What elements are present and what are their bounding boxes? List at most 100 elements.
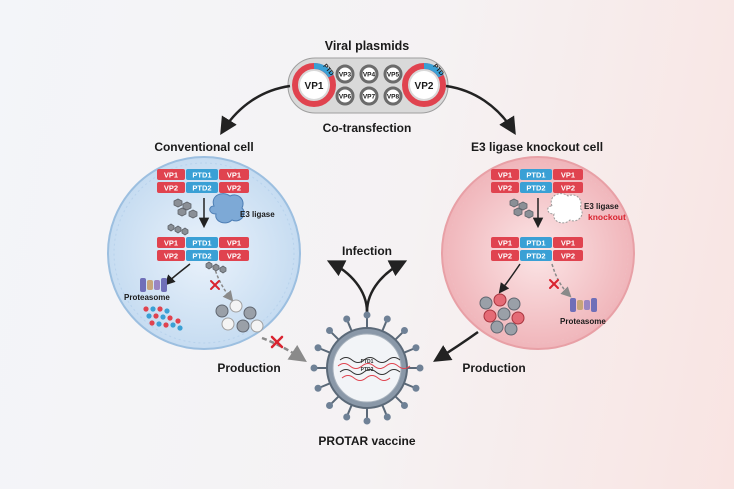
svg-text:VP1: VP1 [561,239,575,248]
svg-text:PTD2: PTD2 [526,184,545,193]
svg-text:PTD1: PTD1 [526,239,545,248]
svg-text:VP6: VP6 [339,94,352,101]
plasmid-vp6: VP6 [335,86,355,106]
virus-spike-head [310,364,318,372]
virus-spike-head [400,401,408,409]
left-blocked-assembly-arrow [213,265,234,302]
plasmid-vp3: VP3 [335,64,355,84]
infection-arrow-right [365,260,408,313]
svg-text:VP1: VP1 [227,239,241,248]
right-proteasome-label: Proteasome [560,317,606,326]
svg-text:PTD1: PTD1 [192,171,211,180]
right-assembly-arrow [498,263,521,294]
virus-spike [330,395,340,405]
plasmid-vp5: VP5 [383,64,403,84]
svg-text:VP1: VP1 [561,171,575,180]
virus-spike-head [412,344,420,352]
virus-spike-head [314,384,322,392]
left-construct-top: VP1 PTD1 VP1 VP2 PTD2 VP2 [157,169,249,193]
virus-spike-head [326,327,334,335]
virus-spike-head [412,384,420,392]
virus-spike [330,331,340,341]
small-plasmids: VP3 VP4 VP5 VP6 VP7 VP8 [335,64,403,106]
left-construct-mid: VP1 PTD1 VP1 VP2 PTD2 VP2 [157,223,249,274]
svg-text:VP1: VP1 [164,239,178,248]
plasmid-vp1: VP1 PTD [292,63,336,107]
virus-spike-head [363,417,371,425]
plasmid-vp7: VP7 [359,86,379,106]
left-e3-label: E3 ligase [240,210,275,219]
svg-text:VP1: VP1 [498,239,512,248]
virus-spike-head [383,315,391,323]
right-proteasome-icon [570,298,597,312]
right-cell-title: E3 ligase knockout cell [471,140,603,154]
svg-text:VP7: VP7 [363,94,376,101]
infection-arrow-left [326,260,369,313]
virus-spike-head [343,413,351,421]
right-block-x-icon [549,279,559,289]
virus-spike [381,404,388,415]
plasmid-vp1-label: VP1 [305,81,324,92]
svg-text:VP5: VP5 [387,72,400,79]
virus-spike-head [363,311,371,319]
svg-text:VP2: VP2 [164,184,178,193]
left-cell-title: Conventional cell [154,140,253,154]
svg-text:VP2: VP2 [227,184,241,193]
knockout-cell: VP1 PTD1 VP1 VP2 PTD2 VP2 E3 ligase knoc… [441,156,635,350]
left-proteasome-icon [140,278,167,292]
virus-spike [403,382,414,389]
svg-text:VP1: VP1 [498,171,512,180]
svg-text:VP1: VP1 [227,171,241,180]
left-proteasome-label: Proteasome [124,293,170,302]
cotransfection-label: Co-transfection [323,121,412,135]
svg-text:PTD2: PTD2 [192,252,211,261]
left-e3-ligase: E3 ligase [209,193,275,224]
virus-spike-head [314,344,322,352]
virus-spike [403,347,414,354]
production-arrow-left-blocked [261,336,307,362]
vaccine-label: PROTAR vaccine [318,434,415,448]
right-construct-top: VP1 PTD1 VP1 VP2 PTD2 VP2 [491,169,583,193]
svg-text:PTD1: PTD1 [192,239,211,248]
virus-spike-head [400,327,408,335]
plasmid-vp8: VP8 [383,86,403,106]
right-ubiquitin-cluster [509,198,534,219]
left-block-x-icon [210,280,220,290]
virus-spike [381,321,388,332]
virus-spike-head [416,364,424,372]
production-block-x-icon [270,335,284,349]
virus-spikes [310,311,424,425]
svg-text:PTD1: PTD1 [526,171,545,180]
left-degraded-peptides [143,306,183,331]
left-ubiquitin-cluster [173,198,198,219]
virus-inner-ptd1: PTD1 [361,359,374,365]
virus-spike [346,321,353,332]
production-right-label: Production [462,361,525,375]
right-e3-label: E3 ligase [584,202,619,211]
virus-spike [394,331,404,341]
plasmid-vp4: VP4 [359,64,379,84]
virus-spike-head [343,315,351,323]
arrow-to-right-cell [445,84,516,135]
plasmid-vp2-label: VP2 [415,81,434,92]
virus-spike [320,382,331,389]
right-assembled-capsids [479,293,525,336]
svg-text:VP2: VP2 [227,252,241,261]
production-left-label: Production [217,361,280,375]
svg-text:VP2: VP2 [498,252,512,261]
right-knockout-label: knockout [588,212,626,222]
svg-text:VP2: VP2 [164,252,178,261]
virus-spike [346,404,353,415]
virus-spike [394,395,404,405]
svg-text:VP2: VP2 [498,184,512,193]
svg-text:VP1: VP1 [164,171,178,180]
svg-text:PTD2: PTD2 [192,184,211,193]
right-construct-mid: VP1 PTD1 VP1 VP2 PTD2 VP2 [491,237,583,261]
conventional-cell: VP1 PTD1 VP1 VP2 PTD2 VP2 E3 ligase [107,156,301,350]
infection-label: Infection [342,244,392,258]
svg-text:VP3: VP3 [339,72,352,79]
virus-spike-head [326,401,334,409]
virus-spike [320,347,331,354]
